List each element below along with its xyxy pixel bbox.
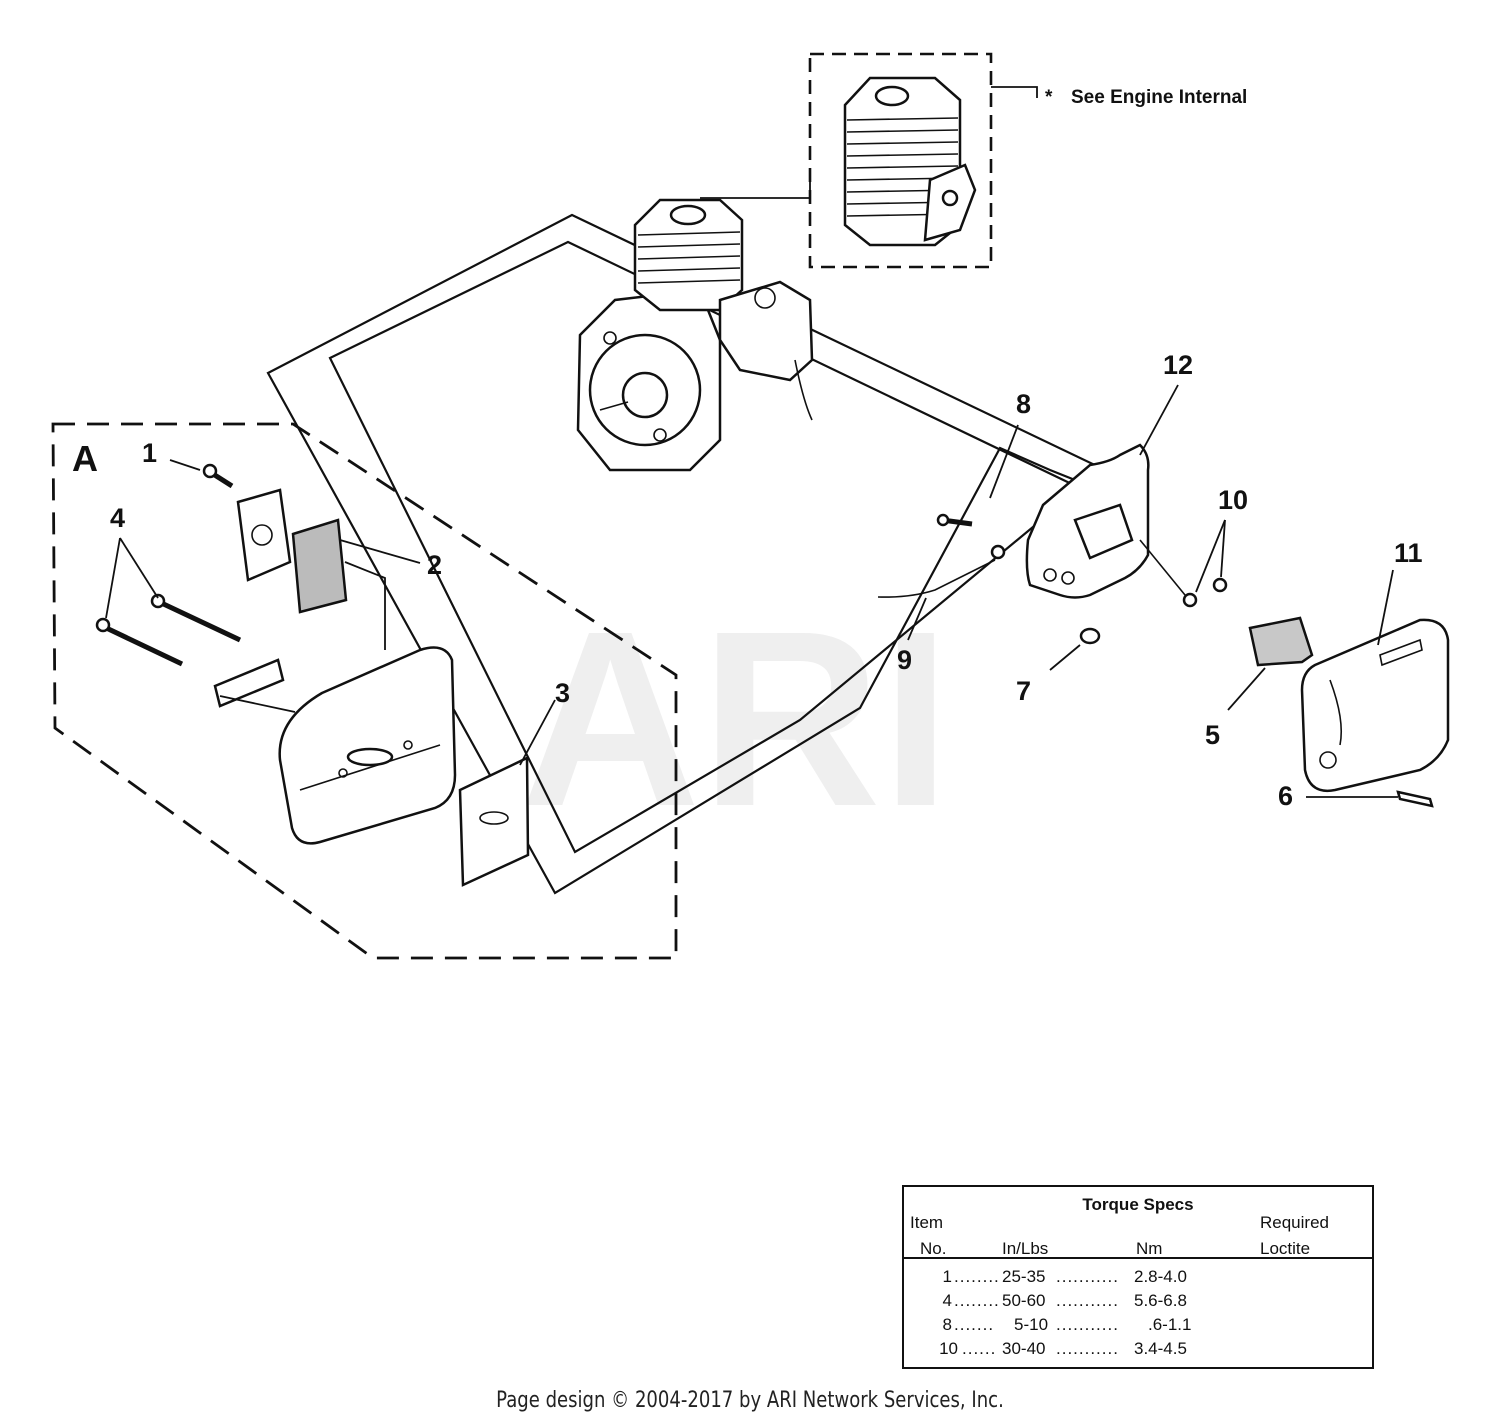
watermark: ARI [520,579,951,858]
row-inlbs: 30-40 [1002,1339,1046,1358]
muffler-gasket-icon [458,699,556,887]
header-no: No. [920,1239,947,1258]
row-leader-dots: ........... [1056,1267,1119,1286]
group-a-outline [51,422,678,960]
row-leader-dots: ........ [954,1267,1000,1286]
note-asterisk: * [1045,87,1053,108]
air-filter-element-icon [1227,616,1314,711]
row-leader-dots: ........... [1056,1291,1119,1310]
row-item: 1 [942,1267,952,1286]
row-leader-dots: ........... [1056,1315,1119,1334]
callout-12: 12 [1163,350,1193,380]
callout-11: 11 [1394,538,1423,568]
row-nm: 5.6-6.8 [1134,1291,1187,1310]
callout-4: 4 [110,503,125,533]
row-leader-dots: ........... [1056,1339,1119,1358]
row-inlbs: 25-35 [1002,1267,1046,1286]
row-leader-dots: ...... [962,1339,997,1358]
table-row: 1 ........ 25-35 ........... 2.8-4.0 [904,1267,1372,1291]
group-label-a: A [72,438,98,479]
nut-icon [1139,519,1228,608]
muffler-screw-icon [95,537,296,713]
callout-8: 8 [1016,389,1031,419]
base-screw-icon [936,424,1019,527]
row-leader-dots: ........ [954,1291,1000,1310]
callout-10: 10 [1218,485,1248,515]
pin-icon [1306,790,1434,808]
engine-internal-box [700,52,1038,269]
see-engine-internal-note: See Engine Internal [1071,87,1247,108]
row-inlbs: 5-10 [1014,1315,1049,1334]
cylinder-icon [843,76,977,247]
callout-9: 9 [897,645,912,675]
air-filter-cover-icon [1300,569,1450,793]
torque-specs-table: Torque Specs Item No. In/Lbs Nm Required… [902,1185,1374,1369]
row-nm: 2.8-4.0 [1134,1267,1187,1286]
engine-icon [576,198,814,472]
row-item: 10 [939,1339,958,1358]
callout-3: 3 [555,678,570,708]
header-item: Item [910,1213,944,1232]
header-divider [904,1257,1372,1259]
table-row: 10 ...... 30-40 ........... 3.4-4.5 [904,1339,1372,1363]
row-nm: 3.4-4.5 [1134,1339,1187,1358]
header-inlbs: In/Lbs [1002,1239,1049,1258]
spark-arrestor-screen-icon [236,488,421,650]
air-filter-base-icon [1025,384,1179,599]
header-required: Required [1260,1213,1329,1232]
row-item: 4 [942,1291,952,1310]
page-footer: Page design © 2004-2017 by ARI Network S… [496,1388,1004,1413]
fuel-line-icon [877,544,1006,641]
muffler-cover-icon [278,646,457,845]
row-item: 8 [942,1315,952,1334]
callout-2: 2 [427,550,442,580]
callout-5: 5 [1205,720,1220,750]
callout-6: 6 [1278,781,1293,811]
row-leader-dots: ....... [954,1315,995,1334]
row-nm: .6-1.1 [1148,1315,1192,1334]
spring-icon [1049,627,1101,671]
torque-specs-title: Torque Specs [1082,1195,1194,1214]
cover-screw-icon [169,459,234,489]
table-row: 4 ........ 50-60 ........... 5.6-6.8 [904,1291,1372,1315]
header-nm: Nm [1136,1239,1163,1258]
table-row: 8 ....... 5-10 ........... .6-1.1 [904,1315,1372,1339]
callout-7: 7 [1016,676,1031,706]
header-loctite: Loctite [1260,1239,1311,1258]
row-inlbs: 50-60 [1002,1291,1046,1310]
callout-1: 1 [142,438,157,468]
